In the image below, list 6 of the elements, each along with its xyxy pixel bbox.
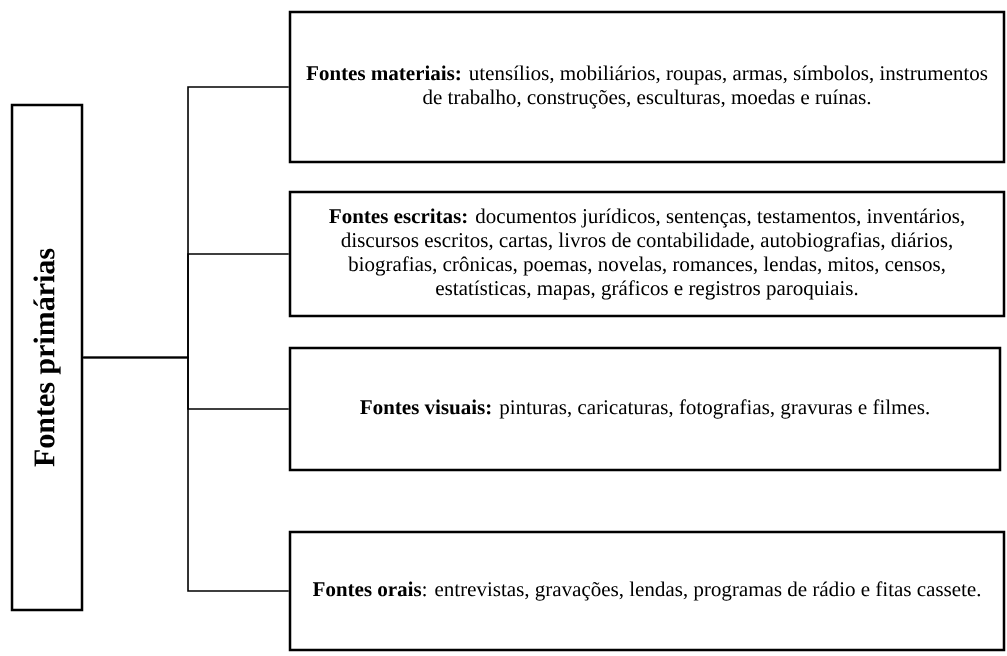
source-box: Fontes orais: entrevistas, gravações, lendas, programas de rádio e fitas cassete. xyxy=(288,530,1006,652)
connector-line xyxy=(82,356,290,592)
source-box: Fontes visuais: pinturas, caricaturas, fotografias, gravuras e filmes. xyxy=(288,346,1002,472)
source-box: Fontes materiais: utensílios, mobiliários, roupas, armas, símbolos, instrumentos de trabalho, construções, esculturas, moedas e ruínas. xyxy=(288,10,1006,164)
category-box: Fontes primárias xyxy=(10,103,84,612)
source-box: Fontes escritas: documentos jurídicos, sentenças, testamentos, inventários, discursos escritos, cartas, livros de contabilidade, autobiografias, diários, biografias, crônicas, poemas, novelas, romances, lendas, mitos, censos, estatísticas, mapas, gráficos e registros paroquiais. xyxy=(288,190,1006,318)
